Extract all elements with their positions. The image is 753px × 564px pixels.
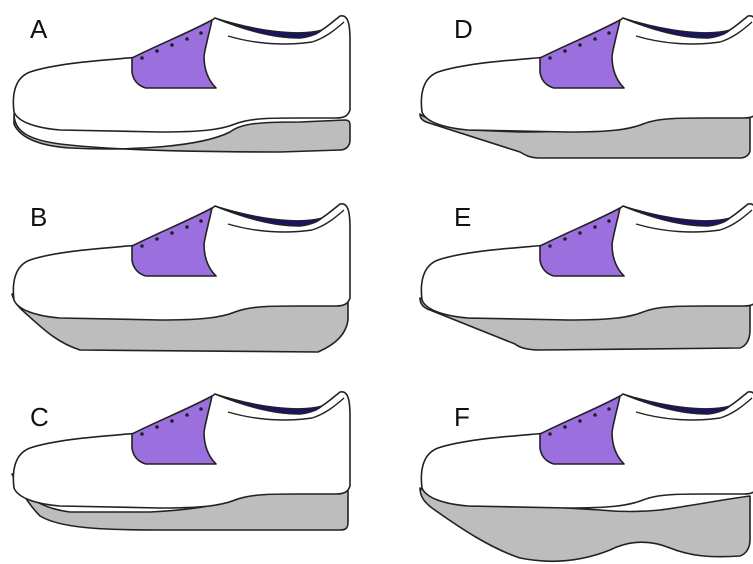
eyelet [548,432,552,436]
panel-label: E [454,204,471,230]
eyelet [140,432,144,436]
eyelet [563,237,567,241]
panel-b: B [0,188,376,376]
eyelet [607,219,611,223]
eyelet [578,231,582,235]
eyelet [185,37,189,41]
eyelet [155,49,159,53]
eyelet [199,31,203,35]
panel-a: A [0,0,376,188]
eyelet [593,225,597,229]
eyelet [548,244,552,248]
eyelet [155,425,159,429]
eyelet [563,425,567,429]
eyelet [140,244,144,248]
eyelet [170,43,174,47]
lace-panel [540,396,624,464]
lace-panel [132,208,216,276]
eyelet [578,419,582,423]
panel-label: F [454,404,470,430]
panel-f: F [376,376,752,564]
lace-panel [540,20,624,88]
shoe-d [376,0,752,188]
eyelet [563,49,567,53]
eyelet [155,237,159,241]
panel-label: B [30,204,47,230]
shoe-e [376,188,752,376]
eyelet [578,43,582,47]
panel-d: D [376,0,752,188]
eyelet [593,413,597,417]
panel-e: E [376,188,752,376]
lace-panel [132,20,216,88]
eyelet [185,413,189,417]
eyelet [199,219,203,223]
shoe-a [0,0,376,188]
shoe-f [376,376,752,564]
eyelet [593,37,597,41]
eyelet [185,225,189,229]
shoe-b [0,188,376,376]
lace-panel [540,208,624,276]
shoe-c [0,376,376,564]
panel-label: A [30,16,47,42]
lace-panel [132,396,216,464]
eyelet [199,407,203,411]
panel-label: C [30,404,49,430]
panel-label: D [454,16,473,42]
eyelet [607,407,611,411]
panel-c: C [0,376,376,564]
eyelet [170,231,174,235]
eyelet [607,31,611,35]
eyelet [140,56,144,60]
eyelet [170,419,174,423]
eyelet [548,56,552,60]
